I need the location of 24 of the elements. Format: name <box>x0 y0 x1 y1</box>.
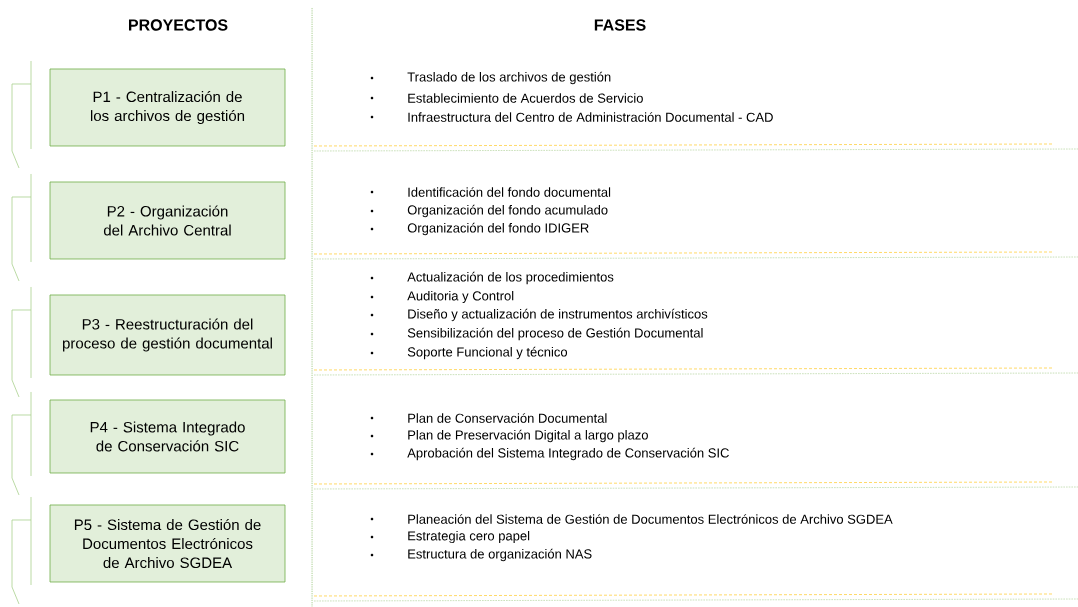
project-box: P1 - Centralización de los archivos de gestión <box>49 68 286 147</box>
list-item: Aprobación del Sistema Integrado de Conservación SIC <box>407 447 729 461</box>
list-item: Organización del fondo IDIGER <box>407 222 589 236</box>
list-item: Establecimiento de Acuerdos de Servicio <box>408 93 643 103</box>
list-item: Identificación del fondo documental <box>408 187 611 197</box>
project-box: P5 - Sistema de Gestión de Documentos Electrónicos de Archivo SGDEA <box>49 504 286 583</box>
project-box: P3 - Reestructuración del proceso de gestión documental <box>49 294 286 376</box>
list-item: Traslado de los archivos de gestión <box>407 71 611 85</box>
list-item: Plan de Preservación Digital a largo plazo <box>408 429 648 443</box>
list-item: Auditoria y Control <box>407 290 514 304</box>
list-item: Diseño y actualización de instrumentos archivísticos <box>408 308 708 322</box>
list-item: Organización del fondo acumulado <box>407 204 608 218</box>
list-item: Planeación del Sistema de Gestión de Documentos Electrónicos de Archivo SGDEA <box>408 514 893 524</box>
list-item: Estructura de organización NAS <box>408 548 592 562</box>
list-item: Actualización de los procedimientos <box>407 271 614 285</box>
column-heading: FASES <box>594 19 646 31</box>
list-item: Infraestructura del Centro de Administración Documental - CAD <box>408 112 773 122</box>
column-heading: PROYECTOS <box>129 19 228 31</box>
project-box: P4 - Sistema Integrado de Conservación SIC <box>49 399 286 474</box>
list-item: Estrategia cero papel <box>408 530 530 544</box>
project-box: P2 - Organización del Archivo Central <box>49 181 286 260</box>
list-item: Sensibilización del proceso de Gestión Documental <box>407 327 703 341</box>
list-item: Plan de Conservación Documental <box>408 413 607 423</box>
list-item: Soporte Funcional y técnico <box>407 346 568 360</box>
